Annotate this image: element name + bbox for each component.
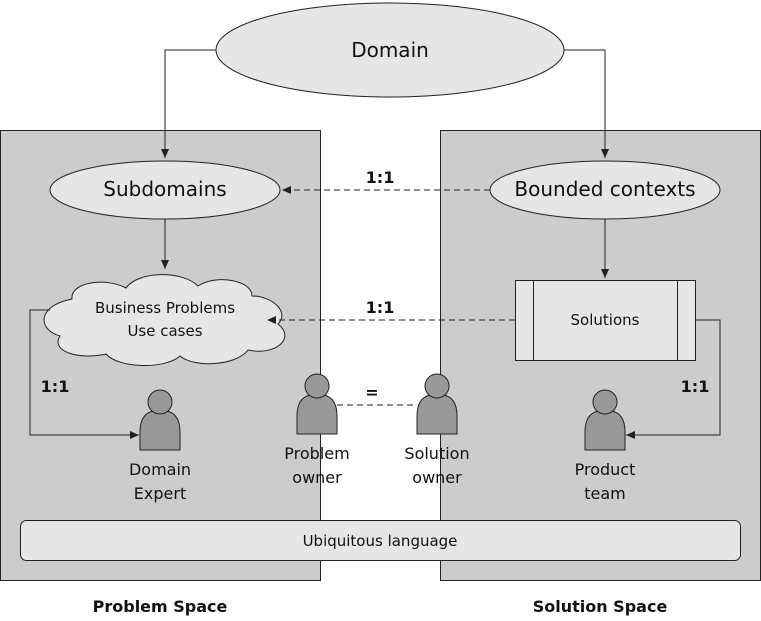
- bounded-contexts-label: Bounded contexts: [514, 177, 695, 201]
- problem-owner-person-icon: [296, 373, 338, 435]
- business-problems-node: [43, 274, 286, 366]
- solution-owner-label-line2: owner: [412, 468, 462, 487]
- product-team-label-line1: Product: [575, 460, 636, 479]
- problem-space-label: Problem Space: [93, 597, 228, 616]
- product-team-label-line2: team: [584, 484, 626, 503]
- problems-to-domain-expert-arrow: [29, 309, 139, 439]
- solutions-label: Solutions: [571, 311, 640, 329]
- solution-owner-person-icon: [416, 373, 458, 435]
- domain-label: Domain: [351, 38, 429, 62]
- ratio-left-label: 1:1: [41, 377, 70, 396]
- domain-expert-person-icon: [139, 389, 181, 451]
- ratio-top-label: 1:1: [366, 168, 395, 187]
- solution-owner-label-line1: Solution: [404, 444, 469, 463]
- business-problems-label-line2: Use cases: [127, 322, 202, 340]
- ubiquitous-language-bar: [20, 520, 741, 561]
- domain-expert-label-line1: Domain: [129, 460, 191, 479]
- product-team-person-icon: [584, 389, 626, 451]
- problem-owner-label-line2: owner: [292, 468, 342, 487]
- solution-space-label: Solution Space: [533, 597, 668, 616]
- domain-expert-label-line2: Expert: [134, 484, 186, 503]
- domain-to-bounded-contexts-arrow: [564, 49, 609, 158]
- equals-label: =: [365, 383, 378, 402]
- domain-to-subdomains-arrow: [161, 49, 216, 158]
- solutions-to-product-team-arrow: [626, 319, 721, 439]
- ratio-middle-label: 1:1: [366, 298, 395, 317]
- subdomains-label: Subdomains: [103, 177, 226, 201]
- ratio-right-label: 1:1: [681, 377, 710, 396]
- ubiquitous-language-label: Ubiquitous language: [303, 532, 458, 550]
- problem-owner-label-line1: Problem: [284, 444, 349, 463]
- business-problems-label-line1: Business Problems: [95, 299, 235, 317]
